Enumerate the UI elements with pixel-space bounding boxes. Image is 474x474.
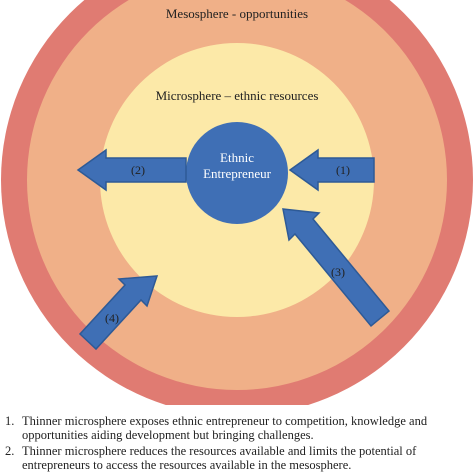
- arrow-1-label: (1): [336, 163, 350, 177]
- arrow-3: [282, 208, 391, 328]
- core-circle: [186, 122, 288, 224]
- arrow-4: [78, 275, 159, 351]
- arrow-2: [76, 148, 187, 192]
- microsphere-label: Microsphere – ethnic resources: [156, 88, 319, 103]
- arrow-3-label: (3): [331, 265, 345, 279]
- arrow-4-label: (4): [105, 311, 119, 325]
- note-item: 1. Thinner microsphere exposes ethnic en…: [0, 414, 474, 442]
- note-number: 1.: [5, 414, 15, 428]
- arrow-1: [288, 148, 375, 192]
- note-number: 2.: [5, 444, 15, 458]
- core-label-line1: Ethnic: [220, 150, 254, 165]
- note-text: Thinner microsphere reduces the resource…: [22, 444, 417, 472]
- notes-list: 1. Thinner microsphere exposes ethnic en…: [0, 414, 474, 474]
- note-item: 2. Thinner microsphere reduces the resou…: [0, 444, 474, 472]
- arrow-2-label: (2): [131, 163, 145, 177]
- mesosphere-label: Mesosphere - opportunities: [166, 6, 308, 21]
- note-text: Thinner microsphere exposes ethnic entre…: [22, 414, 428, 442]
- core-label-line2: Entrepreneur: [203, 166, 272, 181]
- concentric-sphere-diagram: Mesosphere - opportunities Microsphere –…: [1, 0, 473, 405]
